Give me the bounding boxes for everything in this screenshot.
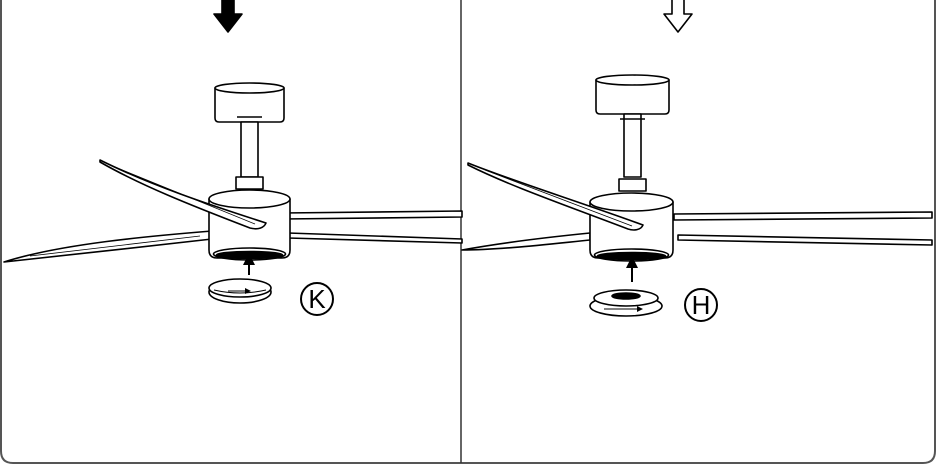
canopy xyxy=(214,87,285,123)
light-cover-ring-icon xyxy=(208,278,272,304)
light-kit-disc-icon xyxy=(589,289,663,317)
right-panel xyxy=(461,0,933,317)
blade-right-upper xyxy=(281,210,463,220)
canopy xyxy=(595,79,670,115)
filled-down-arrow-icon xyxy=(213,0,243,33)
downrod xyxy=(623,113,642,178)
blade-right-lower xyxy=(287,232,463,244)
blade-right-lower xyxy=(677,234,933,246)
outline-down-arrow-icon xyxy=(663,0,693,33)
part-label-h: H xyxy=(684,288,718,322)
blade-right-upper xyxy=(673,211,933,221)
left-panel xyxy=(3,0,463,304)
part-label-h-text: H xyxy=(691,290,711,320)
downrod xyxy=(240,121,259,178)
part-label-k-text: K xyxy=(308,284,326,314)
part-label-k: K xyxy=(300,282,334,316)
blade-left-lower xyxy=(461,232,591,251)
